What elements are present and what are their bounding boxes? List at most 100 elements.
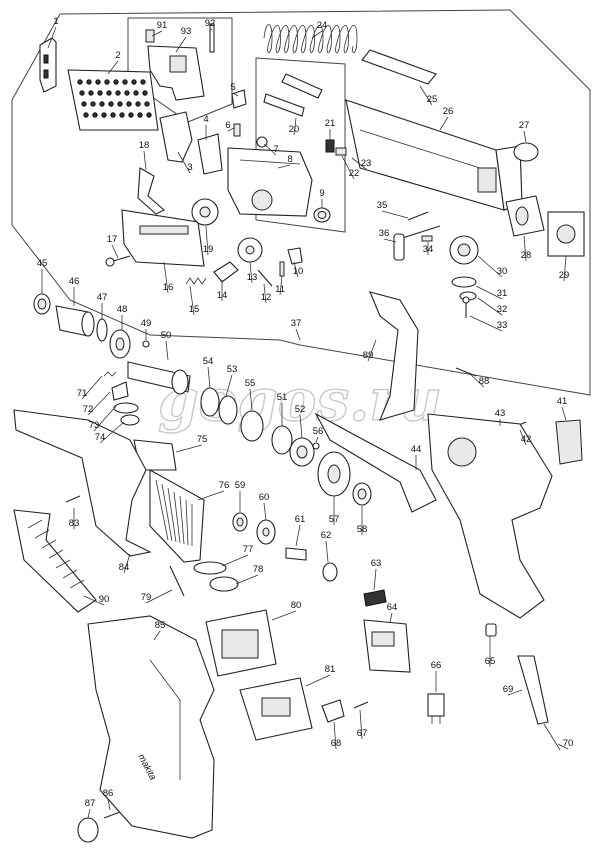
callout-number: 68	[331, 738, 342, 749]
part-88-screw	[455, 367, 477, 377]
part-26-nose-housing	[345, 99, 523, 211]
part-9-bushing	[313, 207, 331, 223]
callout-76: 76	[197, 480, 229, 501]
callout-75: 75	[175, 434, 208, 453]
callout-35: 35	[377, 200, 409, 219]
leader-line	[235, 574, 259, 585]
callout-number: 89	[363, 350, 374, 361]
callout-number: 9	[319, 188, 324, 199]
part-80-field	[205, 609, 277, 677]
callout-number: 4	[203, 114, 208, 125]
leader-line	[523, 130, 527, 143]
part-73-ring	[113, 402, 139, 414]
callout-93: 93	[175, 26, 191, 53]
callout-number: 47	[97, 292, 108, 303]
part-90-grip-pad	[13, 509, 97, 613]
callout-number: 27	[519, 120, 530, 131]
part-8-gear-housing	[227, 147, 313, 217]
part-50-spindle	[127, 361, 191, 395]
part-24-spring	[263, 24, 358, 54]
callout-31: 31	[475, 285, 507, 300]
callout-number: 74	[95, 432, 106, 443]
callout-7: 7	[263, 143, 279, 156]
part-63-knob	[363, 589, 387, 607]
callout-number: 20	[289, 124, 300, 135]
callout-number: 5	[230, 82, 235, 93]
callout-number: 41	[557, 396, 568, 407]
callout-number: 64	[387, 602, 398, 613]
callout-5: 5	[230, 82, 239, 97]
callout-number: 18	[139, 140, 150, 151]
part-18-lever	[137, 167, 165, 215]
callout-69: 69	[503, 684, 523, 696]
callout-83: 83	[69, 508, 80, 529]
leader-line	[271, 610, 297, 621]
callout-50: 50	[161, 330, 171, 361]
leader-line	[207, 366, 211, 389]
callout-52: 52	[295, 404, 305, 439]
part-34-pin	[421, 235, 433, 242]
callout-number: 80	[291, 600, 302, 611]
callout-number: 55	[245, 378, 256, 389]
callout-number: 3	[187, 162, 192, 173]
part-76-armature	[149, 469, 205, 563]
part-83-screw	[65, 495, 81, 503]
leader-line	[277, 164, 291, 169]
callout-number: 66	[431, 660, 442, 671]
callout-16: 16	[163, 261, 174, 294]
callout-number: 54	[203, 356, 214, 367]
part-61-pinion	[285, 547, 307, 561]
part-20b-clip	[263, 93, 305, 117]
part-58-bearing	[352, 482, 372, 506]
callout-2: 2	[107, 50, 121, 75]
callout-88: 88	[469, 373, 490, 388]
callout-number: 65	[485, 656, 496, 667]
callout-number: 83	[69, 518, 80, 529]
leader-line	[249, 388, 253, 411]
callout-number: 16	[163, 282, 174, 293]
leader-line	[209, 28, 213, 31]
part-60-gear	[256, 519, 276, 545]
leader-line	[263, 502, 267, 521]
part-52-bearing	[289, 437, 315, 467]
callout-number: 14	[217, 290, 228, 301]
callout-74: 74	[95, 421, 125, 444]
part-56-ball	[312, 442, 320, 450]
callout-34: 34	[423, 242, 433, 255]
callout-71: 71	[77, 375, 103, 400]
callout-number: 72	[83, 404, 94, 415]
part-49-ball	[142, 340, 150, 348]
callout-number: 28	[521, 250, 532, 261]
callout-number: 88	[479, 376, 490, 387]
part-77-fan	[193, 561, 227, 575]
leader-line	[111, 244, 119, 259]
part-68-brush-cap	[321, 699, 345, 723]
leader-line	[225, 374, 233, 397]
callout-21: 21	[325, 118, 335, 140]
callout-8: 8	[277, 154, 293, 169]
callout-number: 25	[427, 94, 438, 105]
part-44-housing-mid	[314, 412, 437, 513]
callout-number: 75	[197, 434, 208, 445]
callout-number: 10	[293, 266, 304, 277]
part-86-screw	[103, 811, 121, 819]
leader-line	[475, 285, 503, 300]
callout-89: 89	[363, 339, 377, 362]
callout-56: 56	[313, 426, 323, 443]
callout-9: 9	[319, 188, 325, 208]
part-79-screw	[169, 565, 185, 597]
callout-number: 69	[503, 684, 514, 695]
leader-line	[439, 116, 449, 131]
leader-line	[293, 117, 297, 136]
callout-number: 62	[321, 530, 332, 541]
upper-assembly-boundary	[11, 9, 591, 396]
callout-77: 77	[221, 544, 253, 567]
callout-number: 23	[361, 158, 372, 169]
callout-number: 49	[141, 318, 152, 329]
leader-line	[519, 429, 527, 446]
leader-line	[381, 210, 409, 219]
callout-44: 44	[411, 444, 421, 470]
callout-91: 91	[151, 20, 167, 37]
callout-number: 59	[235, 480, 246, 491]
part-30-gear	[449, 235, 479, 265]
